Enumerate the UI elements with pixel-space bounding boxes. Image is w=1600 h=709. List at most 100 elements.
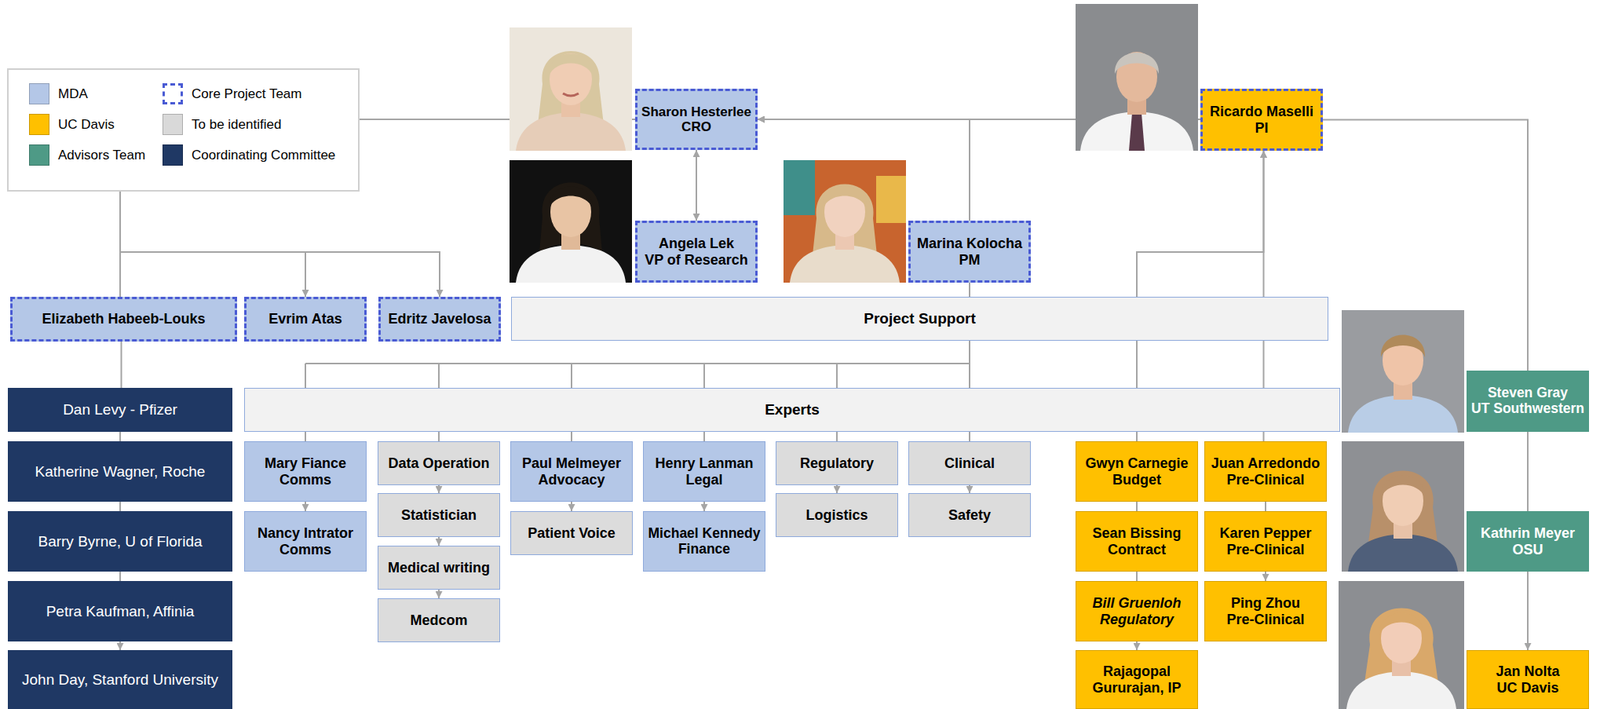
node-label: Katherine Wagner, Roche [35,463,206,480]
role-box: Clinical [908,441,1031,486]
node-sublabel: Finance [678,541,731,558]
person-box: Nancy IntratorComms [244,511,367,572]
person-box: Marina KolochaPM [908,220,1031,283]
legend-label: Advisors Team [58,144,146,166]
node-label: Sharon Hesterlee [641,104,752,120]
legend-swatch [29,144,50,166]
node-label: Steven Gray [1487,385,1568,402]
person-box: Ping ZhouPre-Clinical [1204,580,1327,642]
committee-box: Barry Byrne, U of Florida [7,511,233,572]
node-label: Henry Lanman [654,455,753,472]
node-label: Jan Nolta [1495,663,1560,680]
portrait-photo [783,160,906,283]
role-box: Data Operation [377,441,501,486]
node-label: Statistician [401,507,477,523]
connector [120,341,123,388]
node-label: Mary Fiance [264,455,347,472]
node-sublabel: PI [1254,120,1268,136]
person-box: Mary FianceComms [244,441,367,502]
node-label: Patient Voice [527,525,616,541]
person-box: Rajagopal Gururajan, IP [1075,650,1199,709]
node-label: Medical writing [387,559,490,576]
connector [1526,571,1529,651]
connector [836,431,838,442]
connector [119,641,121,651]
person-box: Sean BissingContract [1075,511,1199,572]
node-sublabel: Comms [279,471,332,488]
connector [438,536,440,546]
node-label: Regulatory [800,455,874,472]
person-box: Henry LanmanLegal [642,441,766,502]
committee-box: John Day, Stanford University [7,650,233,709]
person-box: Gwyn CarnegieBudget [1075,441,1199,502]
node-sublabel: Comms [279,541,332,558]
person-box: Paul MelmeyerAdvocacy [510,441,633,502]
connector [304,501,307,512]
person-box: Bill GruenlohRegulatory [1075,580,1199,642]
person-box: Evrim Atas [244,296,367,342]
person-box: Angela LekVP of Research [635,220,758,283]
node-label: Petra Kaufman, Affinia [46,602,195,620]
legend-outline-sample [162,83,183,105]
node-label: John Day, Stanford University [21,671,219,688]
connector [1264,501,1267,512]
legend-box: MDACore Project TeamUC DavisTo be identi… [7,68,360,192]
person-box: Karen PepperPre-Clinical [1204,511,1327,572]
legend-label: UC Davis [58,113,115,136]
node-label: Data Operation [387,455,490,472]
node-label: Medcom [409,612,468,629]
advisor-box: Jan NoltaUC Davis [1466,650,1590,709]
connector [119,571,121,581]
connector [968,485,971,494]
node-label: Project Support [863,310,976,327]
node-label: Ricardo Maselli [1209,103,1314,120]
node-label: Dan Levy - Pfizer [62,401,178,418]
legend-label: Coordinating Committee [191,144,336,166]
person-box: Ricardo MaselliPI [1200,88,1323,151]
node-sublabel: Pre-Clinical [1226,611,1305,628]
legend-label: Core Project Team [191,83,302,105]
connector [305,340,970,388]
committee-box: Petra Kaufman, Affinia [7,580,233,642]
connector [1136,571,1138,581]
node-sublabel: CRO [681,119,712,135]
node-sublabel: PM [959,252,981,268]
role-box: Safety [908,493,1031,537]
node-label: Ping Zhou [1231,595,1301,611]
role-box: Medcom [377,598,501,643]
node-label: Clinical [944,455,995,472]
node-sublabel: Advocacy [537,471,605,488]
node-sublabel: Legal [685,471,723,488]
connector [438,485,440,494]
connector [304,431,307,442]
connector [703,431,706,442]
legend-swatch [29,83,50,105]
role-box: Logistics [775,493,899,537]
node-label: Rajagopal Gururajan, IP [1080,663,1194,696]
connector [1136,501,1138,512]
portrait-photo [509,160,632,283]
portrait-photo [509,27,632,151]
person-box: Edritz Javelosa [378,296,501,342]
portrait-photo [1341,310,1465,433]
node-sublabel: UT Southwestern [1471,401,1585,417]
node-sublabel: Regulatory [1099,611,1174,628]
node-label: Edritz Javelosa [387,310,491,327]
node-sublabel: UC Davis [1496,679,1559,696]
group-band: Experts [244,387,1341,432]
node-label: Safety [948,507,991,523]
connector [119,501,121,512]
connector [438,589,440,599]
connector [570,431,573,442]
legend-label: To be identified [191,113,282,136]
node-label: Evrim Atas [268,310,342,327]
connector [703,501,706,512]
node-label: Sean Bissing [1092,525,1181,541]
node-label: Kathrin Meyer [1480,525,1575,541]
committee-box: Katherine Wagner, Roche [7,441,233,502]
connector [1526,431,1529,512]
connector [1136,641,1138,651]
role-box: Patient Voice [510,511,633,556]
node-label: Elizabeth Habeeb-Louks [41,310,205,327]
person-box: Michael KennedyFinance [642,511,766,572]
